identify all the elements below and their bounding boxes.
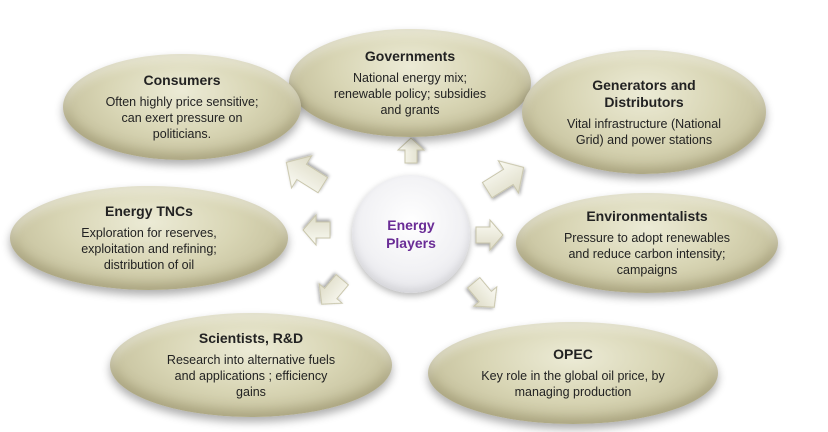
generators-title: Generators and Distributors (592, 76, 696, 110)
player-scientists-rd: Scientists, R&D Research into alternativ… (110, 313, 392, 417)
player-consumers: Consumers Often highly price sensitive; … (63, 54, 301, 160)
environmentalists-title: Environmentalists (586, 208, 708, 224)
player-governments: Governments National energy mix; renewab… (289, 29, 531, 137)
player-energy-tncs: Energy TNCs Exploration for reserves, ex… (10, 186, 288, 290)
arrow-to-energy-tncs (302, 213, 331, 247)
arrow-to-scientists (318, 273, 350, 305)
opec-description: Key role in the global oil price, by man… (481, 369, 665, 399)
arrow-to-generators (481, 159, 525, 199)
consumers-title: Consumers (143, 72, 221, 88)
environmentalists-description: Pressure to adopt renewables and reduce … (563, 231, 731, 277)
scientists-title: Scientists, R&D (198, 330, 304, 346)
generators-description: Vital infrastructure (National Grid) and… (566, 116, 721, 147)
arrow-to-consumers (285, 154, 329, 194)
consumers-description: Often highly price sensitive; can exert … (105, 95, 259, 141)
player-opec: OPEC Key role in the global oil price, b… (428, 322, 718, 424)
player-environmentalists: Environmentalists Pressure to adopt rene… (516, 193, 778, 293)
opec-title: OPEC (553, 346, 593, 362)
arrow-to-governments (396, 137, 426, 164)
center-label-line1: Energy (387, 217, 435, 233)
governments-title: Governments (364, 48, 456, 64)
arrow-to-opec (466, 276, 498, 308)
arrow-to-environmentalists (475, 218, 504, 252)
energy-tncs-title: Energy TNCs (105, 203, 193, 219)
energy-tncs-description: Exploration for reserves, exploitation a… (81, 226, 217, 272)
center-label-line2: Players (386, 235, 436, 251)
player-generators-distributors: Generators and Distributors Vital infras… (522, 50, 766, 174)
scientists-description: Research into alternative fuels and appl… (166, 353, 336, 399)
governments-description: National energy mix; renewable policy; s… (333, 71, 487, 117)
